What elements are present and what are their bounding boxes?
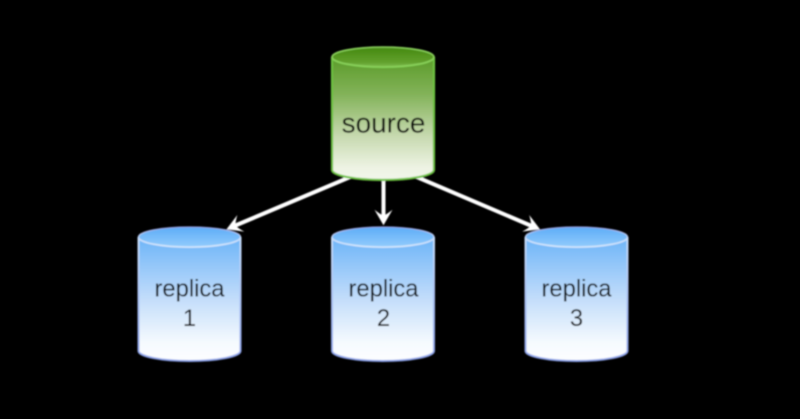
svg-text:1: 1 bbox=[183, 305, 196, 332]
svg-text:replica: replica bbox=[541, 276, 612, 303]
svg-text:2: 2 bbox=[377, 305, 390, 332]
svg-text:replica: replica bbox=[348, 276, 419, 303]
svg-text:source: source bbox=[342, 108, 426, 139]
svg-text:3: 3 bbox=[570, 305, 583, 332]
svg-text:replica: replica bbox=[154, 276, 225, 303]
